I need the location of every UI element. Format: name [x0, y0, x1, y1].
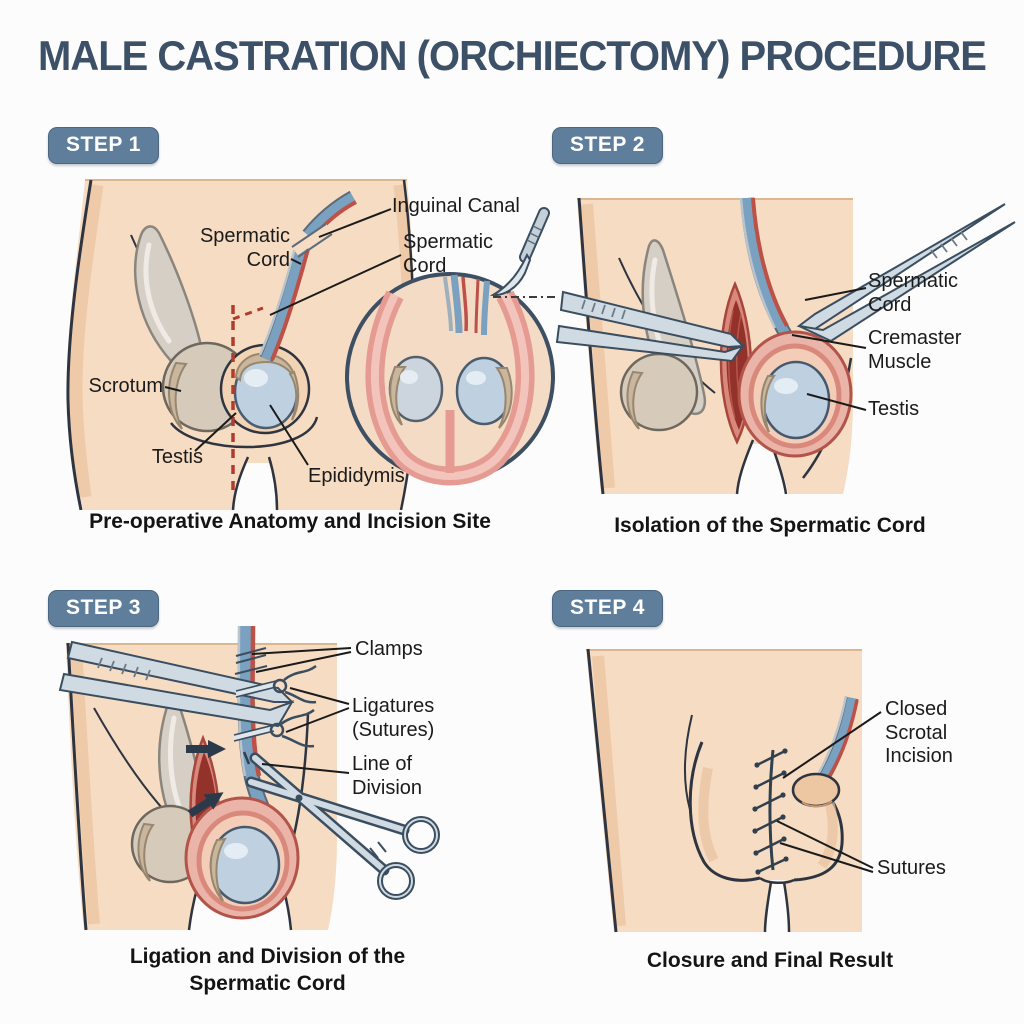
label-inguinal-canal: Inguinal Canal [392, 195, 520, 217]
label-line-of-division: Line of Division [352, 753, 423, 799]
leader-lines [776, 711, 882, 873]
label-ligatures: Ligatures (Sutures) [352, 695, 435, 741]
step-2-illustration [555, 197, 1016, 495]
label-cremaster-muscle: Cremaster Muscle [868, 327, 962, 373]
step-4-caption: Closure and Final Result [646, 949, 894, 972]
suture-line [752, 748, 789, 875]
leader-lines [164, 208, 402, 466]
label-testis: Testis [151, 446, 203, 468]
label-closed-scrotal-incision: Closed Scrotal Incision [885, 698, 953, 768]
step-3-badge: STEP 3 [48, 590, 159, 627]
incision-dashed-line [231, 305, 264, 490]
testis-shape [761, 360, 831, 440]
label-clamps: Clamps [355, 638, 423, 660]
ligature-knot [235, 664, 317, 704]
step-3-panel: STEP 3 [40, 585, 560, 1024]
step-3-illustration [58, 625, 440, 931]
leader-lines [791, 287, 867, 411]
step-4-illustration [586, 648, 882, 933]
epididymis-shape [209, 837, 227, 902]
cord-stump [791, 695, 859, 808]
everted-sac-and-testis [737, 330, 853, 458]
forceps-icon [555, 290, 746, 363]
step-2-caption: Isolation of the Spermatic Cord [614, 514, 926, 537]
step-1-illustration [66, 179, 555, 510]
testis-shape [209, 825, 281, 905]
forceps-icon [58, 640, 295, 728]
step-1-caption: Pre-operative Anatomy and Incision Site [89, 510, 491, 533]
label-sutures: Sutures [877, 857, 946, 879]
step-2-panel: STEP 2 [540, 122, 1024, 562]
label-scrotum: Scrotum [88, 375, 163, 397]
step-4-panel: STEP 4 [540, 585, 1024, 1024]
epididymis-shape [760, 375, 776, 433]
step-1-panel: STEP 1 [40, 122, 560, 562]
label-epididymis: Epididymis [308, 465, 405, 487]
step-3-caption: Ligation and Division of the Spermatic C… [129, 945, 406, 996]
step-1-badge: STEP 1 [48, 127, 159, 164]
arrow-icon [186, 740, 226, 818]
label-testis: Testis [868, 398, 920, 420]
step-4-badge: STEP 4 [552, 590, 663, 627]
label-spermatic-cord-right: Spermatic Cord [403, 231, 494, 277]
label-spermatic-cord: Spermatic Cord [868, 270, 959, 316]
division-mark [242, 751, 251, 765]
scalpel-icon [489, 207, 555, 298]
closed-scrotum [688, 741, 844, 884]
step-2-badge: STEP 2 [552, 127, 663, 164]
clamp-marks [234, 647, 268, 675]
cross-section-inset [345, 272, 555, 486]
scrotum-left [619, 352, 699, 432]
page-title: MALE CASTRATION (ORCHIECTOMY) PROCEDURE [38, 32, 987, 79]
label-spermatic-cord-left: Spermatic Cord [199, 225, 290, 271]
forceps-icon-2 [796, 203, 1016, 343]
ligature-knot-2 [233, 708, 315, 748]
scrotum-right [219, 343, 311, 435]
body-skin [586, 648, 862, 933]
everted-sac-and-testis [184, 796, 300, 920]
leader-lines [251, 647, 352, 774]
scissors-icon [245, 752, 440, 900]
